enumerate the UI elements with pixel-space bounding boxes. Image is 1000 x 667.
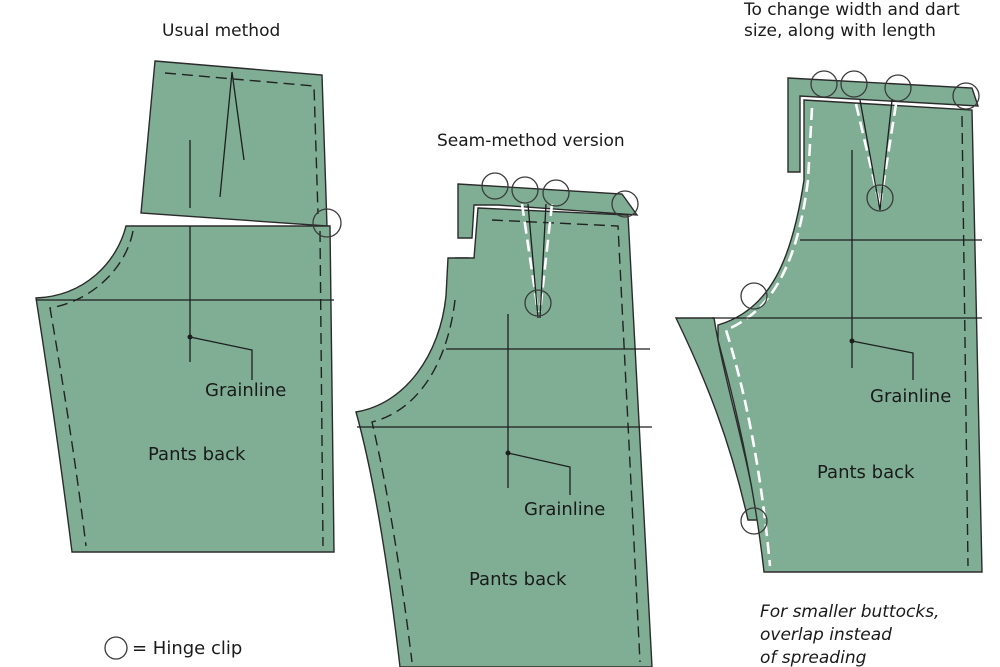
hinge-circle-r2	[840, 70, 868, 98]
hinge-circle-r5	[866, 184, 894, 212]
pants-back-seam-middle	[371, 219, 641, 663]
pants-back-piece-left	[35, 225, 335, 553]
pants-back-piece-right	[717, 99, 983, 573]
dart-line-middle	[527, 203, 547, 319]
hinge-circle-r4	[952, 82, 980, 110]
change-title-line1: To change width and dart	[743, 0, 960, 20]
hinge-circle-r3	[884, 74, 912, 102]
pants-back-label-left: Pants back	[148, 444, 246, 465]
yoke-dart	[219, 71, 245, 198]
change-width-figure: To change width and dart size, along wit…	[674, 0, 983, 667]
note-line-1: For smaller buttocks,	[760, 602, 939, 622]
pants-back-piece-middle	[355, 207, 653, 667]
note-line-2: overlap instead	[760, 625, 892, 645]
grainline-leader-middle	[507, 452, 571, 495]
usual-method-figure: Usual method Grainline Pants back = Hing…	[35, 21, 342, 660]
hinge-circle-m3	[542, 179, 570, 207]
seam-method-figure: Seam-method version Grainline Pants back	[355, 131, 653, 667]
grainline-leader-right	[851, 340, 914, 380]
hinge-circle-r7	[740, 507, 768, 535]
grainline-label-right: Grainline	[870, 386, 951, 407]
hinge-circle-r6	[740, 282, 768, 310]
waist-strip	[457, 183, 639, 239]
hinge-circle-m2	[511, 176, 539, 204]
hinge-circle-m1	[481, 172, 509, 200]
hinge-clip-legend: = Hinge clip	[132, 638, 242, 659]
hinge-circle-r1	[810, 70, 838, 98]
seam-method-title: Seam-method version	[437, 131, 625, 151]
hinge-circle-m4	[611, 190, 639, 218]
change-title-line2: size, along with length	[744, 21, 936, 41]
hinge-clip-icon	[104, 636, 128, 660]
grainline-label-middle: Grainline	[524, 499, 605, 520]
right-waist-strip	[787, 77, 979, 173]
white-seam-right	[724, 103, 898, 567]
pants-back-seam-left	[49, 230, 324, 547]
pants-back-seam-right	[961, 115, 969, 567]
hinge-clip-marker	[312, 208, 342, 238]
hinge-circle-m5	[524, 289, 552, 317]
pants-back-label-right: Pants back	[817, 462, 915, 483]
grainline-label-left: Grainline	[205, 380, 286, 401]
pants-back-label-middle: Pants back	[469, 569, 567, 590]
usual-method-title: Usual method	[162, 21, 280, 41]
dart-line-right	[859, 99, 893, 211]
note-line-3: of spreading	[760, 648, 867, 667]
grainline-leader-left	[189, 336, 253, 380]
